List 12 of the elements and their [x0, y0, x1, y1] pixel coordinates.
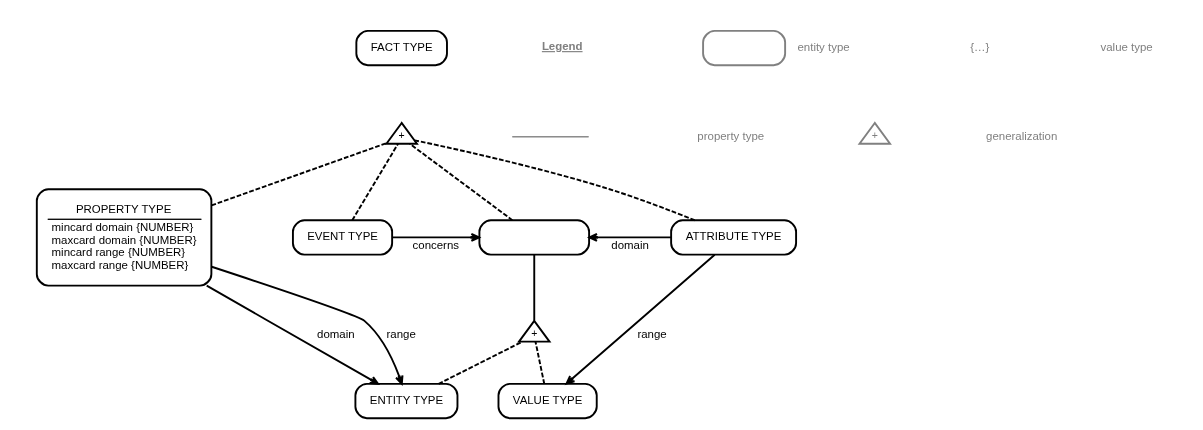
edge-label: domain	[317, 327, 355, 340]
edge-label: range	[386, 327, 416, 340]
legend-label: value type	[1100, 41, 1153, 54]
edge-label: concerns	[412, 239, 459, 252]
edge-label: domain	[611, 239, 649, 252]
legend-label: generalization	[986, 129, 1058, 142]
legend-label: property type	[697, 129, 765, 142]
label: +	[871, 130, 878, 142]
label: {…}	[970, 41, 990, 54]
label: Legend	[541, 40, 583, 53]
edge-label: range	[637, 327, 667, 340]
legend-label: entity type	[797, 41, 850, 54]
